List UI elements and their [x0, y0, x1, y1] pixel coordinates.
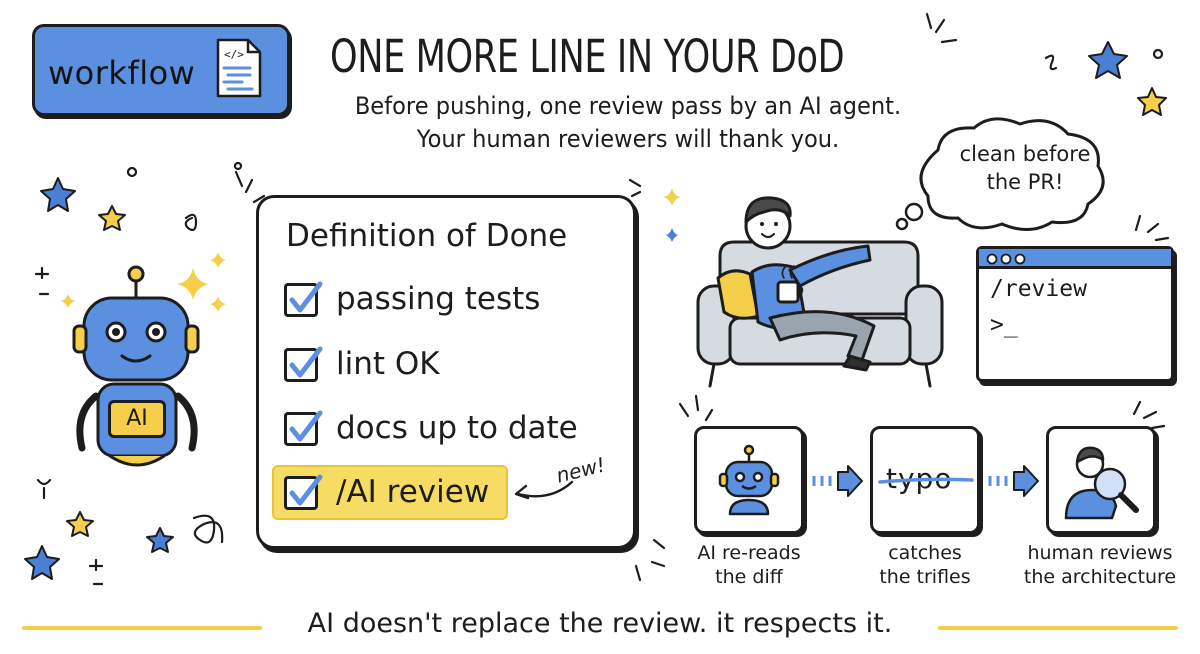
dod-title: Definition of Done — [286, 218, 568, 254]
checkbox[interactable] — [284, 283, 318, 317]
step-label: AI re-reads the diff — [659, 541, 839, 589]
dod-item-label: docs up to date — [336, 410, 578, 446]
step-label-line: the architecture — [1023, 566, 1177, 588]
footer-tagline: AI doesn't replace the review. it respec… — [307, 608, 893, 639]
page-title: ONE MORE LINE IN YOUR DoD — [330, 30, 845, 83]
terminal-titlebar — [979, 249, 1171, 269]
bubble-line: clean before — [959, 142, 1091, 166]
step-label-line: the trifles — [879, 566, 971, 588]
star-icon — [1137, 87, 1167, 116]
subtitle-line: Before pushing, one review pass by an AI… — [354, 92, 902, 120]
step-label-line: human reviews — [1027, 542, 1173, 564]
star-icon — [24, 545, 60, 580]
dot-icon — [126, 166, 138, 178]
thought-bubble — [895, 117, 1105, 231]
star-icon — [1088, 41, 1128, 79]
dod-item-label: /AI review — [336, 474, 490, 510]
badge-label: workflow — [48, 54, 196, 92]
star-icon — [40, 177, 76, 212]
step-label-line: the diff — [715, 566, 783, 588]
step-label-line: AI re-reads — [697, 542, 801, 564]
page-subtitle: Before pushing, one review pass by an AI… — [346, 90, 910, 156]
robot-chest-plate: AI — [108, 400, 166, 438]
robot-illustration — [72, 265, 200, 467]
dot-icon — [1152, 48, 1164, 60]
coffee-mug — [776, 280, 800, 304]
star-icon — [98, 205, 126, 231]
person-on-couch-illustration — [696, 196, 944, 388]
robot-icon — [718, 444, 780, 516]
code-file-icon: </> — [216, 38, 262, 98]
sparkle-icon — [177, 268, 209, 300]
star-icon — [146, 527, 174, 553]
checkbox[interactable] — [284, 476, 318, 510]
window-controls-icon — [986, 253, 1026, 265]
dod-item-label: lint OK — [336, 346, 440, 382]
thought-bubble-text: clean before the PR! — [940, 140, 1110, 196]
strikethrough-icon — [878, 477, 974, 484]
terminal-command: /review — [990, 276, 1087, 302]
dod-item-label: passing tests — [336, 281, 541, 317]
sparkle-icon — [210, 296, 226, 312]
sparkle-icon — [61, 294, 75, 308]
terminal-prompt: >_ — [990, 312, 1018, 338]
sparkle-icon — [210, 252, 226, 268]
subtitle-line: Your human reviewers will thank you. — [416, 125, 840, 153]
dot-icon — [233, 161, 243, 171]
arm-on-couch — [788, 244, 872, 288]
star-icon — [66, 511, 94, 537]
svg-text:</>: </> — [224, 48, 244, 61]
checkbox[interactable] — [284, 412, 318, 446]
step-label-line: catches — [888, 542, 962, 564]
person-magnifier-icon — [1064, 446, 1139, 520]
sparkle-icon — [666, 228, 678, 242]
sparkle-icon — [663, 188, 681, 206]
step-label: human reviews the architecture — [1010, 541, 1190, 589]
step-label: catches the trifles — [835, 541, 1015, 589]
bubble-line: the PR! — [986, 170, 1064, 194]
checkbox[interactable] — [284, 348, 318, 382]
